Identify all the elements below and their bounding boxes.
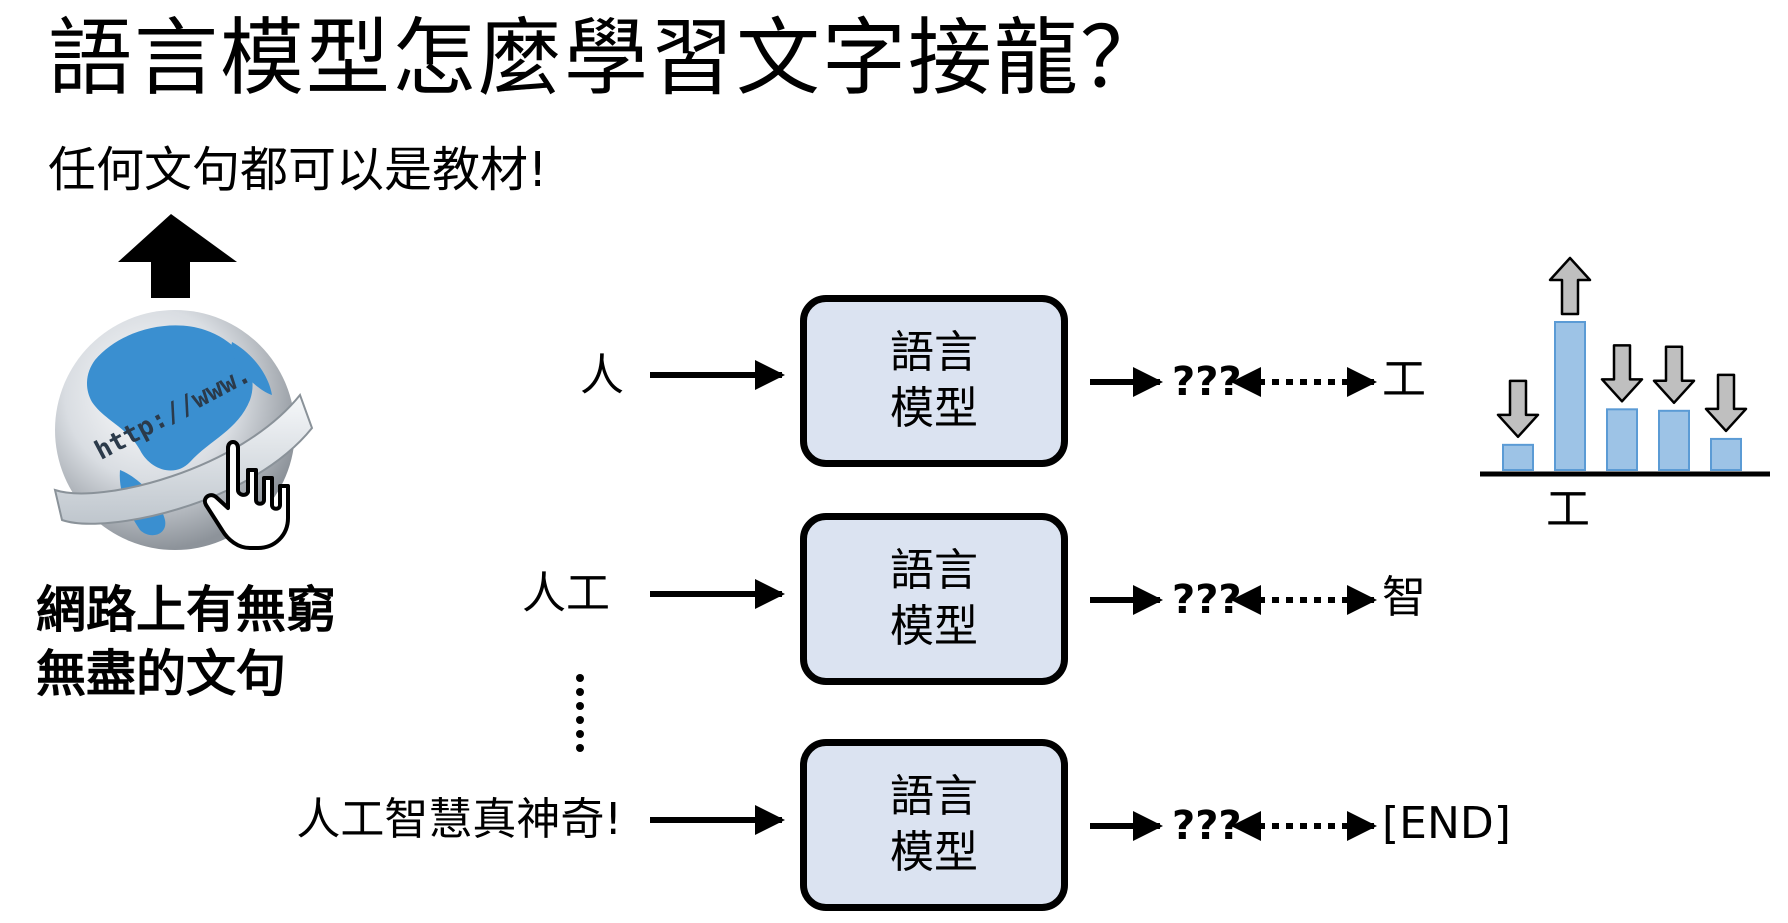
model-label-line-2: 模型 [890, 601, 978, 652]
distribution-bars [1496, 256, 1748, 472]
row-2-output: ??? [1172, 577, 1242, 623]
distribution-bar-1 [1502, 443, 1534, 471]
distribution-bar-3 [1606, 408, 1638, 472]
language-model-box-3: 語言 模型 [800, 739, 1068, 911]
slide-subtitle: 任何文句都可以是教材! [48, 142, 548, 198]
slide-title: 語言模型怎麼學習文字接龍？ [48, 9, 1167, 107]
model-label-line-1: 語言 [890, 545, 978, 596]
globe-icon [53, 310, 314, 550]
language-model-box-2: 語言 模型 [800, 513, 1068, 685]
distribution-label: 工 [1546, 484, 1590, 535]
model-label-line-2: 模型 [890, 383, 978, 434]
distribution-bar-5 [1710, 437, 1742, 472]
distribution-bar-4 [1658, 409, 1690, 471]
row-2-input: 人工 [522, 568, 610, 619]
web-caption: 網路上有無窮 無盡的文句 [36, 578, 396, 706]
row-3-answer: [END] [1382, 798, 1511, 849]
model-label-line-1: 語言 [890, 327, 978, 378]
model-label-line-1: 語言 [890, 771, 978, 822]
row-2-answer: 智 [1382, 572, 1426, 623]
up-arrow-icon [1548, 256, 1592, 316]
up-arrow-icon [118, 214, 237, 298]
distribution-bar-2 [1554, 321, 1586, 471]
down-arrow-icon [1496, 379, 1540, 439]
down-arrow-icon [1704, 373, 1748, 433]
web-caption-line-2: 無盡的文句 [36, 645, 286, 703]
language-model-box-1: 語言 模型 [800, 295, 1068, 467]
row-1-output: ??? [1172, 359, 1242, 405]
row-1-input: 人 [580, 350, 624, 401]
row-3-output: ??? [1172, 803, 1242, 849]
row-1-answer: 工 [1382, 354, 1426, 405]
model-label-line-2: 模型 [890, 827, 978, 878]
vertical-ellipsis [576, 674, 584, 752]
web-caption-line-1: 網路上有無窮 [36, 581, 336, 639]
down-arrow-icon [1652, 345, 1696, 405]
row-3-input: 人工智慧真神奇! [296, 794, 622, 845]
down-arrow-icon [1600, 344, 1644, 403]
